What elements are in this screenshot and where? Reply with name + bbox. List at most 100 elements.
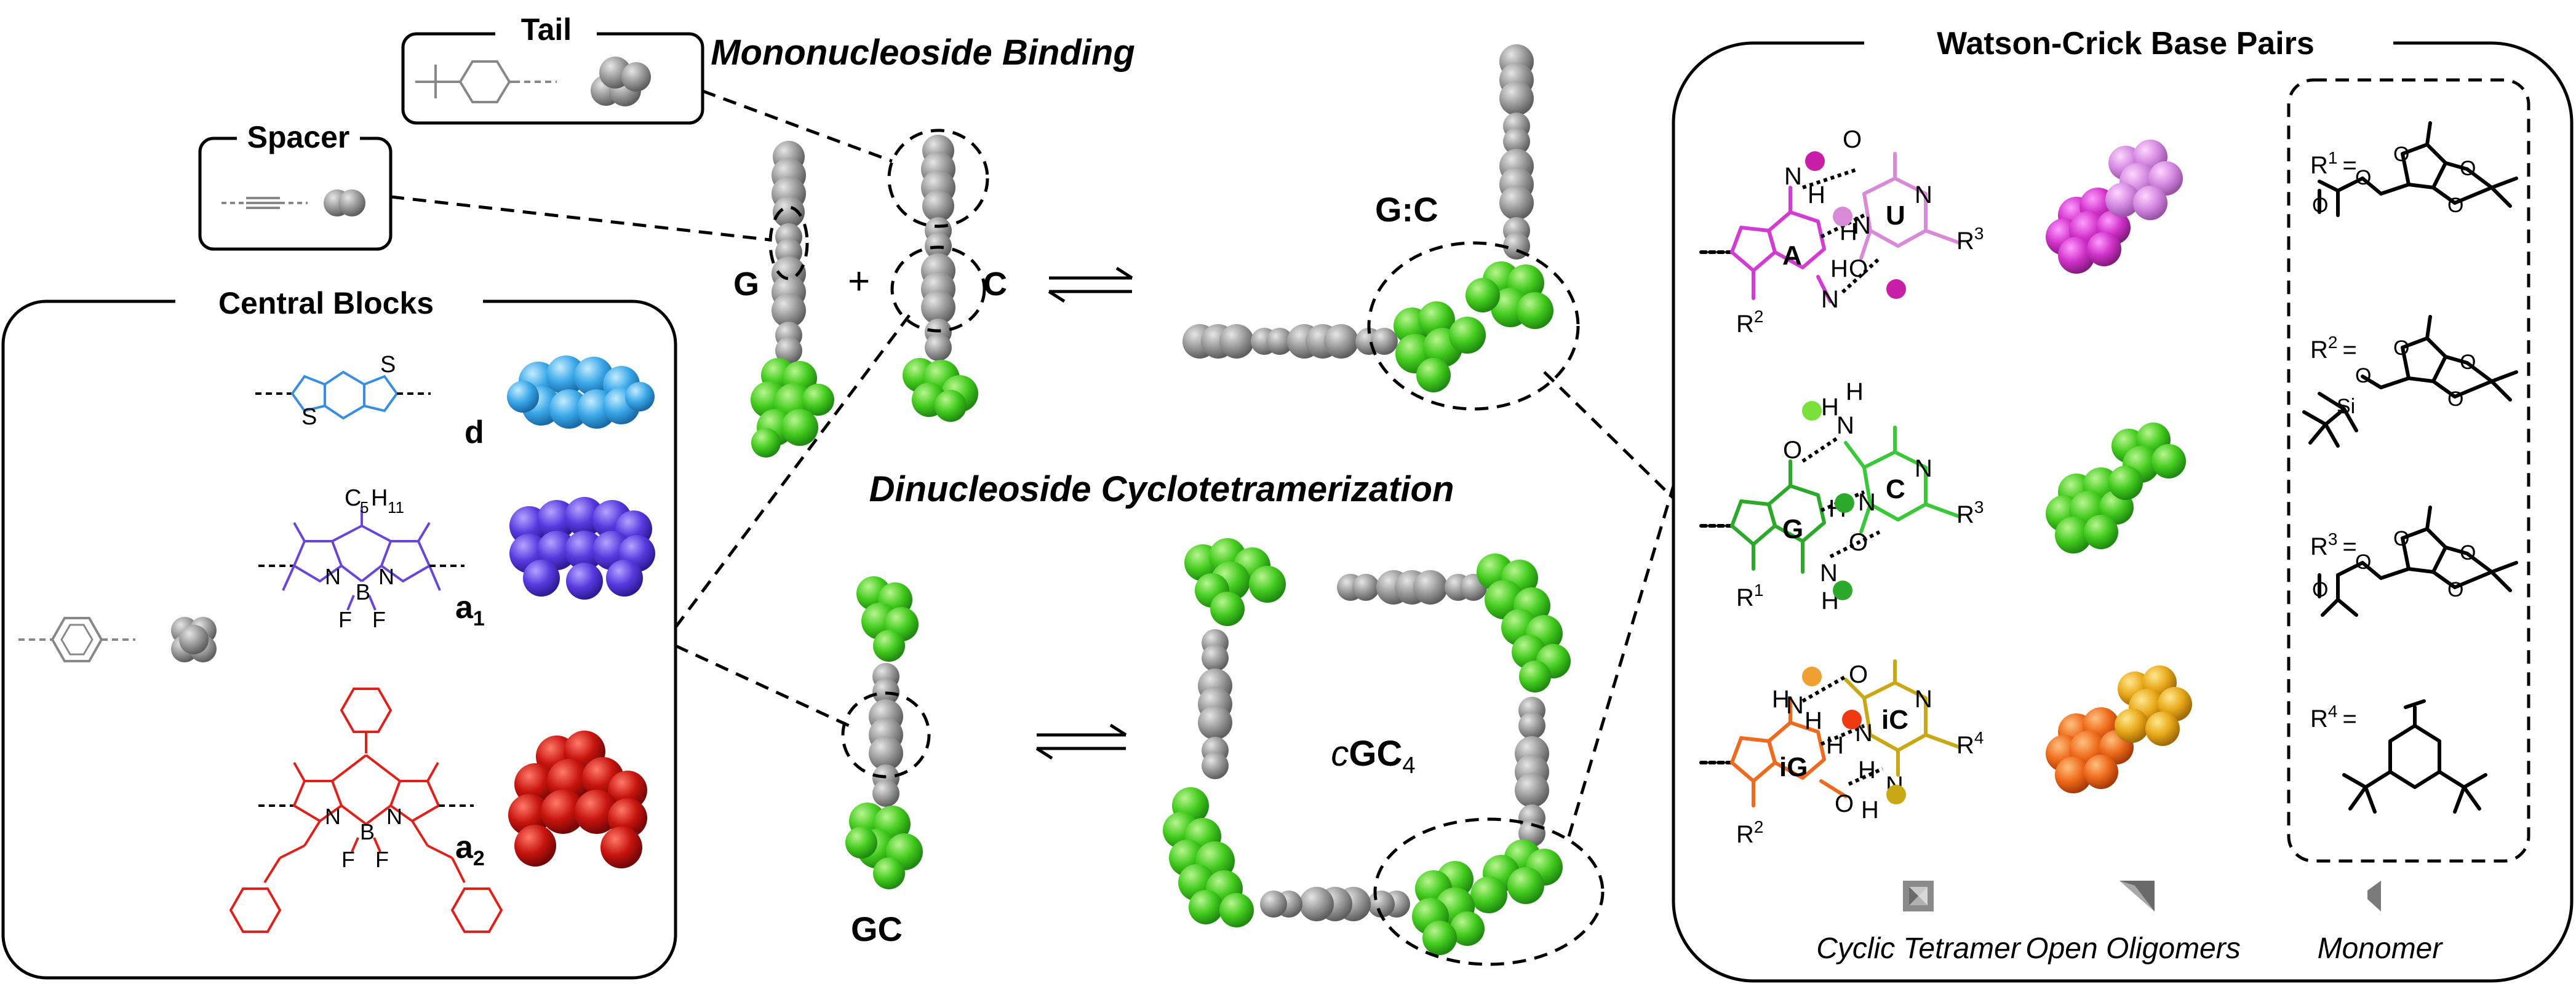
base-ic-label: iC: [1881, 705, 1908, 735]
cyclic-tetramer-model: [1163, 538, 1571, 955]
cyclic-tetramer-icon: [1903, 881, 1934, 911]
r2-o-a: O: [2460, 351, 2476, 374]
au-n-amine: N: [1821, 286, 1839, 313]
base-c-label: C: [1886, 474, 1905, 504]
g-label: G: [733, 266, 759, 303]
tail-label: Tail: [521, 12, 572, 47]
r1-o-ester: O: [2355, 166, 2371, 189]
a2-atom-b: B: [360, 819, 375, 844]
phenyl-core-structure: [18, 617, 135, 662]
block-a2-label: a2: [455, 830, 485, 870]
r3-o-b: O: [2447, 578, 2463, 601]
au-r-left: R2: [1736, 307, 1763, 338]
r2-substituent: R2= O O O O Si: [2302, 315, 2518, 448]
svg-text:R1=: R1=: [2310, 148, 2357, 179]
benzodithiophene-d-structure: [255, 370, 431, 420]
a1-atom-f-right: F: [372, 607, 386, 632]
connector-dashed-lines: [390, 89, 1675, 837]
r1-substituent: R1= O O O O O: [2310, 121, 2518, 217]
equilibrium-arrow-bottom: [1035, 723, 1127, 760]
watson-crick-panel: Watson-Crick Base Pairs: [1672, 22, 2574, 983]
legend: Cyclic Tetramer Open Oligomers Monomer: [1816, 881, 2443, 965]
bodipy-a2-structure: [229, 688, 503, 933]
a2-atom-n-right: N: [386, 804, 402, 829]
svg-text:R3=: R3=: [2310, 530, 2357, 560]
gc-o2: O: [1849, 529, 1868, 556]
central-blocks-panel: Central Blocks S S d: [1, 283, 677, 980]
gc-dots: [1802, 401, 1854, 600]
au-n-h: N: [1784, 163, 1802, 190]
spacer-label: Spacer: [247, 120, 350, 154]
a1-atom-f-left: F: [338, 607, 352, 632]
a1-atom-n-left: N: [325, 564, 341, 589]
igic-o1: O: [1849, 661, 1868, 688]
block-a2-spacefill-icon: [508, 731, 647, 868]
igic-o2: O: [1835, 790, 1854, 817]
au-dots: [1805, 151, 1906, 299]
mononucleoside-binding-title: Mononucleoside Binding: [711, 33, 1135, 73]
igic-h4: H: [1861, 796, 1879, 823]
r2-o-b: O: [2447, 387, 2463, 411]
r4-substituent: R4=: [2310, 699, 2487, 814]
au-r-right: R3: [1956, 224, 1984, 255]
r1-o-a: O: [2460, 157, 2476, 180]
gc-n-amine: N: [1836, 412, 1854, 439]
igic-h1: H: [1804, 707, 1822, 734]
igic-r-left: R2: [1736, 817, 1763, 848]
gc-h1: H: [1821, 394, 1839, 421]
igic-h3: H: [1858, 756, 1876, 784]
r3-o-carbonyl: O: [2312, 578, 2328, 601]
legend-cyclic-tetramer-label: Cyclic Tetramer: [1816, 932, 2022, 965]
block-d-label: d: [465, 415, 484, 450]
a1-atom-b: B: [356, 579, 370, 605]
r1-o-ring: O: [2393, 143, 2409, 166]
r3-substituent: R3= O O O O O: [2310, 506, 2518, 617]
igic-base-pair-structure: H N H O N H N N H H O iG iC R2 R4: [1699, 659, 1984, 848]
gc-n1: N: [1915, 455, 1932, 482]
block-a1-label: a1: [455, 590, 485, 630]
gc-central-circle-highlight: [841, 691, 931, 779]
r3-o-a: O: [2460, 541, 2476, 565]
au-h3: H: [1830, 255, 1848, 282]
atom-s-right: S: [380, 352, 396, 378]
a2-atom-f-right: F: [375, 847, 389, 872]
block-d-spacefill-icon: [507, 355, 655, 429]
r3-o-ring: O: [2393, 527, 2409, 550]
au-o2: O: [1849, 255, 1868, 282]
igic-h2: H: [1826, 732, 1844, 759]
central-block-circle-highlight: [890, 245, 986, 333]
base-ig-label: iG: [1779, 752, 1808, 782]
au-base-pair-structure: N H O N H O N N H A U R2 R3: [1699, 126, 1984, 338]
igic-spacefill-model: [2046, 665, 2192, 793]
central-blocks-label: Central Blocks: [218, 286, 434, 320]
plus-sign: +: [848, 260, 870, 303]
gc-complex-model: [1182, 44, 1553, 392]
igic-dots: [1802, 667, 1906, 804]
tail-circle-highlight: [887, 129, 989, 228]
gc-dinucleoside-model: [845, 576, 923, 889]
igic-n-amine: N: [1786, 692, 1804, 719]
au-h1: H: [1808, 181, 1825, 208]
igic-h-top: H: [1772, 686, 1790, 713]
au-spacefill-model: [2046, 140, 2183, 274]
phenyl-spacefill-icon: [171, 617, 217, 662]
gc-spacefill-model: [2046, 423, 2186, 554]
equilibrium-arrow-top: [1048, 266, 1133, 303]
r3-o-ester: O: [2355, 550, 2371, 574]
atom-s-left: S: [301, 404, 317, 430]
tert-butylphenyl-tail-structure: [415, 60, 557, 103]
cgc4-label: cGC4: [1331, 734, 1415, 779]
igic-n1: N: [1915, 686, 1932, 713]
gc-h-top: H: [1846, 378, 1864, 405]
tetramer-pair-circle-highlight: [1373, 817, 1605, 966]
r1-o-b: O: [2447, 194, 2463, 217]
c5h11-5: 5: [360, 498, 369, 517]
r2-si: Si: [2337, 395, 2355, 418]
base-g-label: G: [1782, 514, 1803, 544]
gc-pair-circle-highlight: [1367, 241, 1580, 411]
gc-pair-label: G:C: [1375, 190, 1438, 229]
gc-r-left: R1: [1736, 581, 1763, 611]
a2-atom-f-left: F: [341, 847, 355, 872]
a2-atom-n-left: N: [325, 804, 341, 829]
gc-n3: N: [1858, 489, 1876, 516]
